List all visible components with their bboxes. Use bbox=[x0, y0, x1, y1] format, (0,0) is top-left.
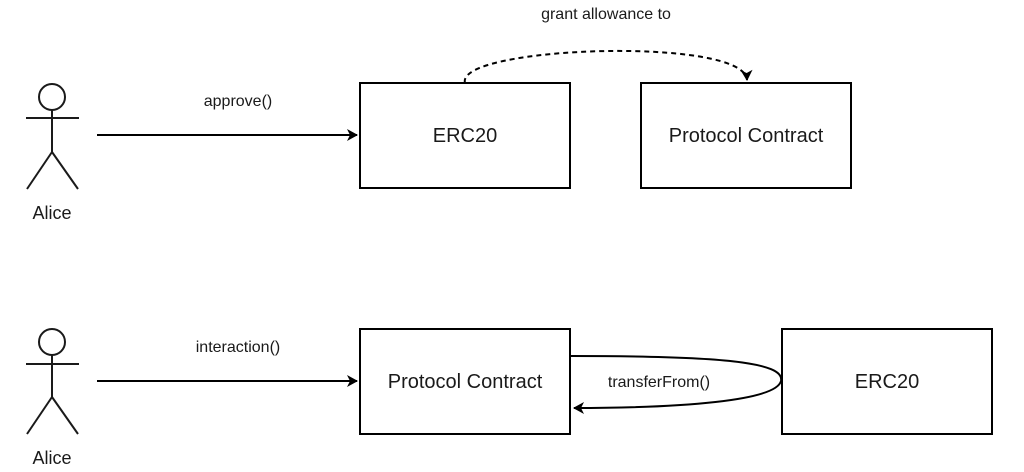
approve-arrow: approve() bbox=[97, 93, 358, 141]
erc20-box-1: ERC20 bbox=[359, 82, 571, 189]
approve-label: approve() bbox=[204, 93, 272, 110]
protocol-box-2: Protocol Contract bbox=[359, 328, 571, 435]
transferfrom-label: transferFrom() bbox=[608, 374, 710, 391]
actor-label: Alice bbox=[32, 203, 71, 223]
erc20-box-label: ERC20 bbox=[433, 125, 497, 147]
transferfrom-arrow: transferFrom() bbox=[570, 355, 783, 414]
interaction-arrow: interaction() bbox=[97, 339, 358, 387]
actor-label: Alice bbox=[32, 448, 71, 468]
protocol-box-label: Protocol Contract bbox=[669, 125, 824, 147]
protocol-box-label: Protocol Contract bbox=[388, 371, 543, 393]
erc20-box-label: ERC20 bbox=[855, 371, 919, 393]
protocol-box-1: Protocol Contract bbox=[640, 82, 852, 189]
interaction-label: interaction() bbox=[196, 339, 280, 356]
stick-figure-icon bbox=[26, 83, 79, 190]
allowance-arrow: grant allowance to bbox=[463, 6, 753, 84]
erc20-box-2: ERC20 bbox=[781, 328, 993, 435]
actor-alice-2: Alice bbox=[26, 328, 79, 468]
stick-figure-icon bbox=[26, 328, 79, 435]
allowance-label: grant allowance to bbox=[541, 6, 671, 23]
actor-alice-1: Alice bbox=[26, 83, 79, 223]
